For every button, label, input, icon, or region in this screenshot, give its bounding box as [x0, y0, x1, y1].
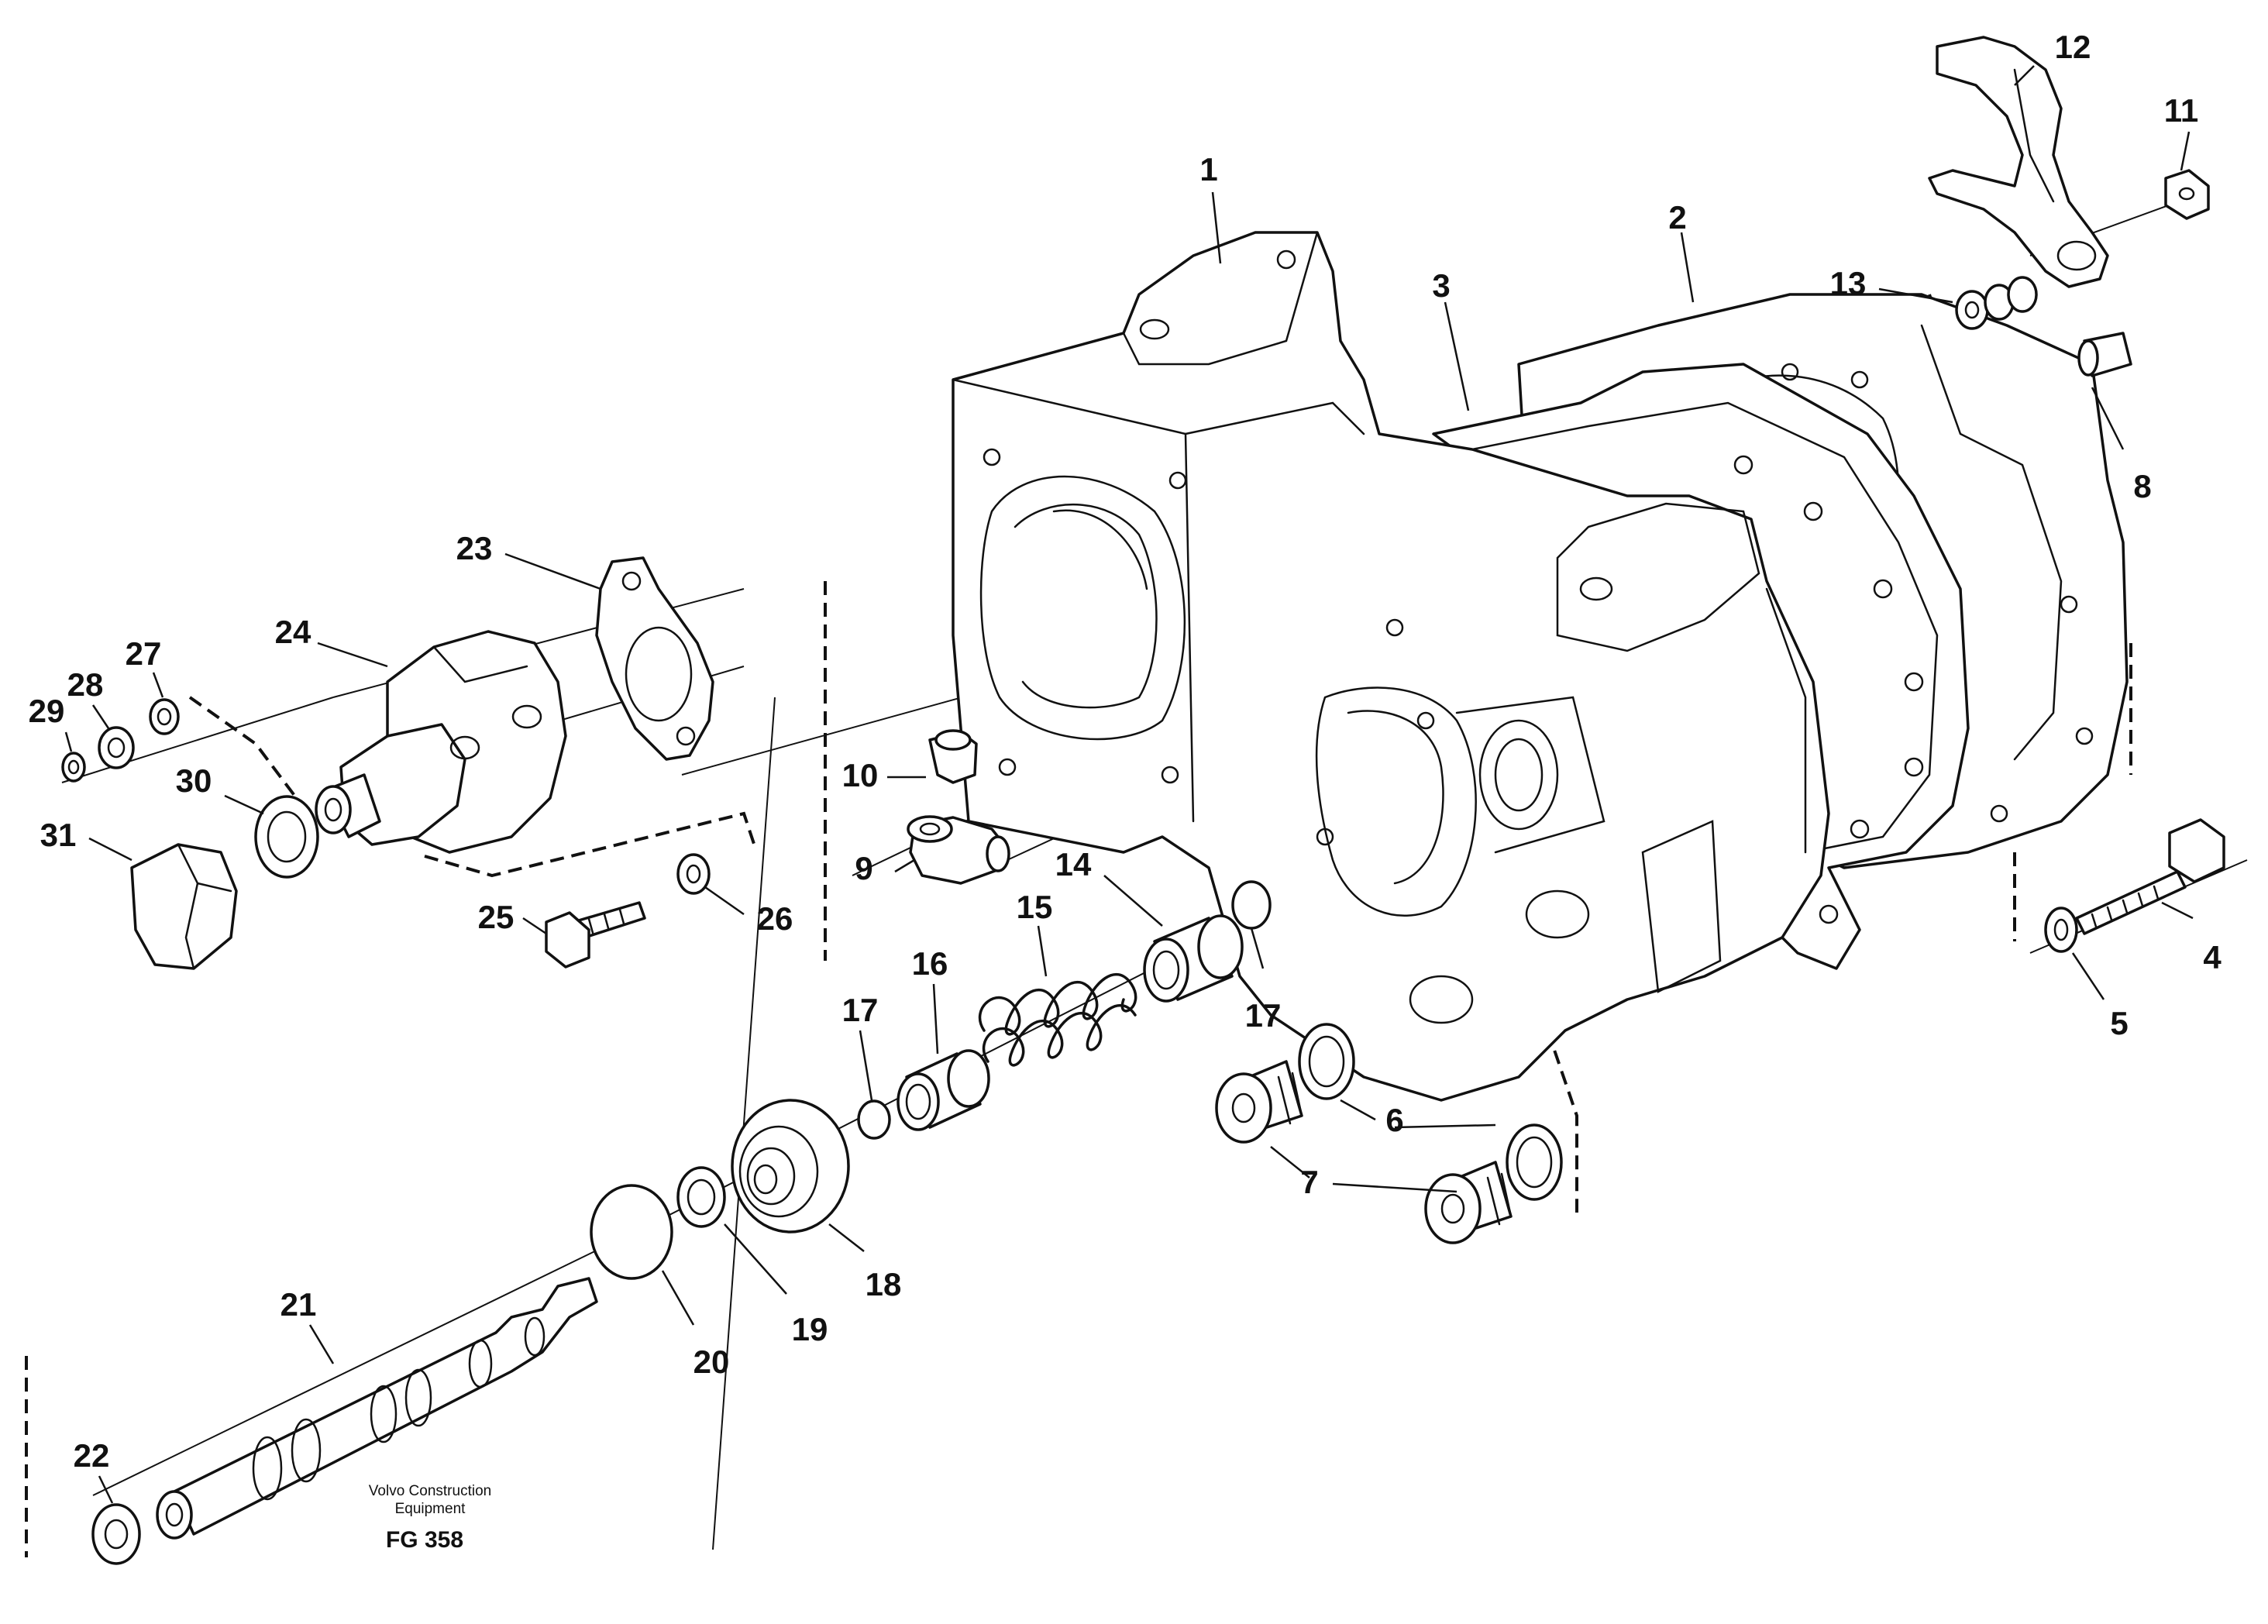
callout-19: 19	[792, 1311, 828, 1347]
callout-29: 29	[29, 693, 65, 729]
callout-15: 15	[1017, 889, 1053, 925]
company-name-line1: Volvo Construction	[369, 1483, 491, 1499]
callout-8: 8	[2133, 468, 2151, 504]
o-ring	[590, 1184, 673, 1280]
callout-3: 3	[1432, 267, 1450, 304]
lock-washer-26	[676, 853, 711, 895]
callout-14: 14	[1055, 846, 1092, 883]
shift-fork	[1928, 36, 2109, 288]
callout-13: 13	[1830, 265, 1867, 301]
cap-nut	[130, 843, 238, 970]
callout-16: 16	[912, 945, 948, 982]
callout-1: 1	[1199, 151, 1217, 188]
callout-6: 6	[1385, 1102, 1403, 1138]
cover-gasket	[595, 556, 714, 761]
shaft	[156, 1277, 598, 1540]
elbow-and-fitting	[907, 729, 1010, 885]
callout-22: 22	[74, 1437, 110, 1474]
callout-2: 2	[1668, 199, 1686, 236]
callout-21: 21	[280, 1286, 317, 1323]
washer-22	[91, 1503, 141, 1565]
callout-12: 12	[2055, 29, 2091, 65]
callout-17-right: 17	[1245, 997, 1282, 1034]
spring-cup	[897, 1049, 990, 1131]
sleeve	[1143, 914, 1244, 1003]
callout-5: 5	[2110, 1005, 2128, 1041]
nut	[2164, 169, 2210, 220]
transmission-housing	[952, 231, 2129, 1102]
callout-18: 18	[866, 1266, 902, 1302]
callout-11: 11	[2164, 92, 2198, 129]
callout-27: 27	[126, 635, 162, 672]
callout-23: 23	[456, 530, 493, 566]
callout-9: 9	[855, 850, 872, 886]
callout-leaders	[64, 65, 2194, 1504]
plug-assemblies	[1215, 1023, 1563, 1244]
callout-24: 24	[275, 614, 311, 650]
callout-10: 10	[842, 757, 879, 793]
retaining-ring-right	[1231, 880, 1272, 930]
callout-26: 26	[757, 900, 793, 937]
detent-spring	[1955, 276, 2038, 330]
retaining-ring-left	[857, 1099, 891, 1140]
callout-labels: 1 2 3 4 5 6 7 8 9 10 11 12 13 14 15 16 1…	[29, 29, 2222, 1474]
spring	[978, 972, 1137, 1067]
callout-28: 28	[67, 666, 104, 703]
pin	[2077, 332, 2132, 377]
bolt	[2075, 818, 2225, 935]
callout-31: 31	[40, 817, 77, 853]
small-shaft-parts	[61, 698, 319, 879]
valve-cover	[315, 630, 567, 854]
figure-caption: Volvo Construction Equipment FG 358	[369, 1483, 491, 1553]
callout-30: 30	[176, 762, 212, 799]
callout-4: 4	[2203, 939, 2222, 975]
callout-25: 25	[478, 899, 515, 935]
callout-17-left: 17	[842, 992, 879, 1028]
figure-code: FG 358	[386, 1527, 463, 1553]
company-name-line2: Equipment	[395, 1501, 466, 1517]
cover-bolt	[545, 901, 646, 969]
seal	[676, 1166, 726, 1228]
callout-7: 7	[1300, 1164, 1318, 1200]
callout-20: 20	[693, 1344, 730, 1380]
piston	[731, 1099, 850, 1233]
lock-washer-5	[2044, 907, 2078, 953]
